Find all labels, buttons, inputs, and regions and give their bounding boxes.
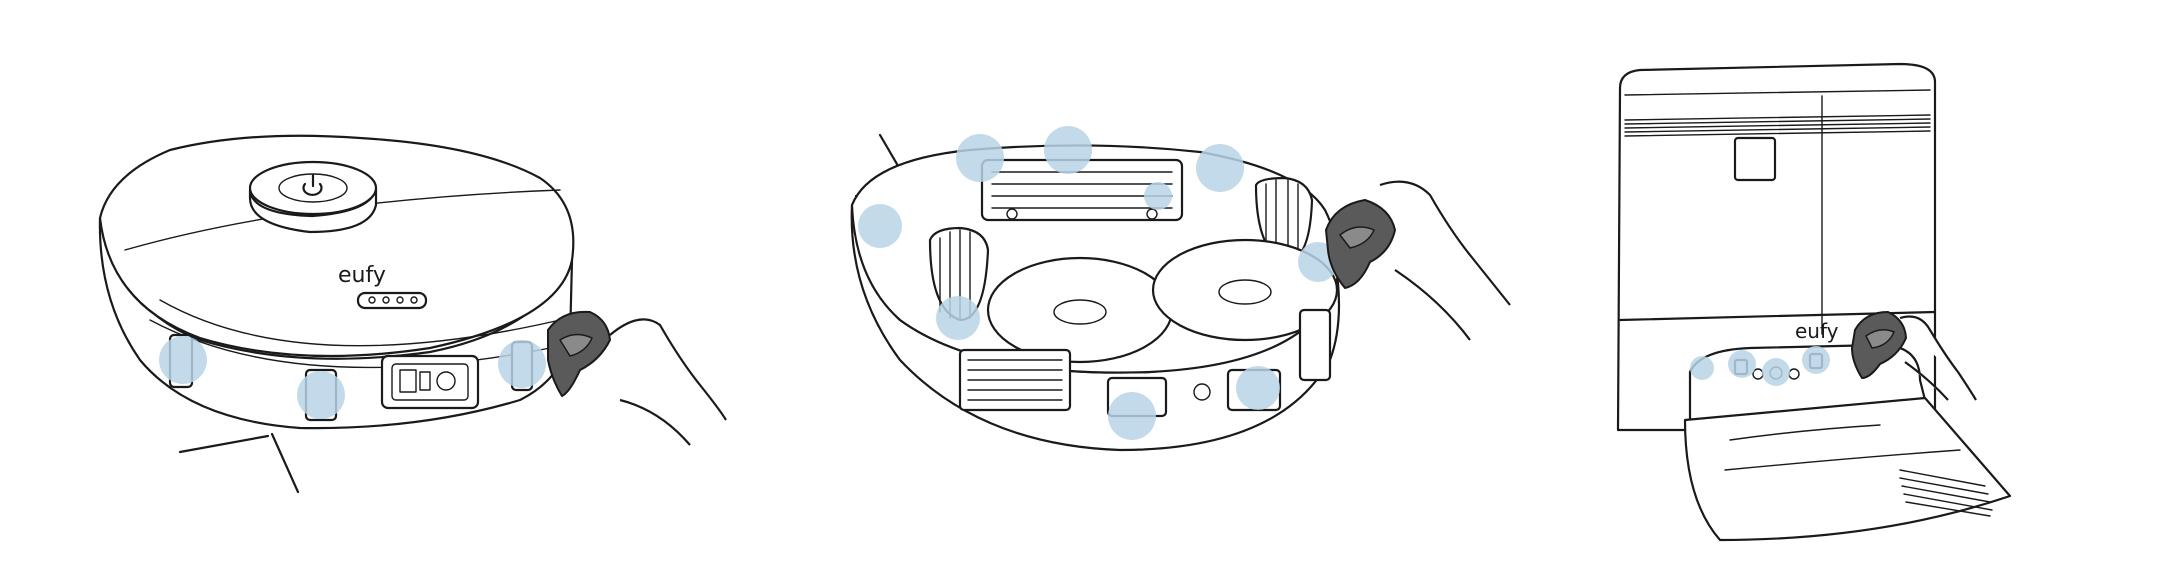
highlight-spot (1690, 356, 1714, 380)
highlight-spot (1196, 144, 1244, 192)
hand (609, 318, 727, 446)
highlight-spot (1144, 182, 1172, 210)
highlight-spot (1728, 350, 1756, 378)
status-buttons (356, 291, 428, 310)
bumper-band (159, 299, 561, 347)
highlight-spot (159, 336, 207, 384)
dock-ramp (1683, 396, 2012, 542)
tank-handle (1733, 136, 1777, 182)
highlight-spot (936, 296, 980, 340)
lidar-base (248, 186, 378, 234)
highlight-spot (1802, 346, 1830, 374)
robot-bottom-view (850, 126, 1511, 452)
hand (1379, 180, 1511, 341)
highlight-spot (858, 204, 902, 248)
highlight-spot (498, 340, 546, 388)
robot-top-logo: eufy (338, 263, 386, 288)
hand (1899, 315, 1977, 401)
dock-station: eufy (1616, 62, 2012, 542)
robot-top-surface (98, 134, 575, 358)
power-icon (302, 173, 323, 196)
robot-top-view: eufy (98, 134, 727, 494)
lidar-top (248, 160, 378, 216)
mop-pad-left (986, 256, 1174, 364)
highlight-spot (1108, 392, 1156, 440)
highlight-spot (297, 371, 345, 419)
vent-right (1298, 308, 1332, 382)
highlight-spot (1762, 358, 1790, 386)
highlight-spot (1044, 126, 1092, 174)
cleaning-cloth (547, 310, 611, 397)
highlight-spot (1236, 366, 1280, 410)
station-logo: eufy (1795, 319, 1839, 343)
mop-pad-right (1151, 238, 1339, 342)
highlight-spot (956, 134, 1004, 182)
side-brush (178, 432, 300, 494)
